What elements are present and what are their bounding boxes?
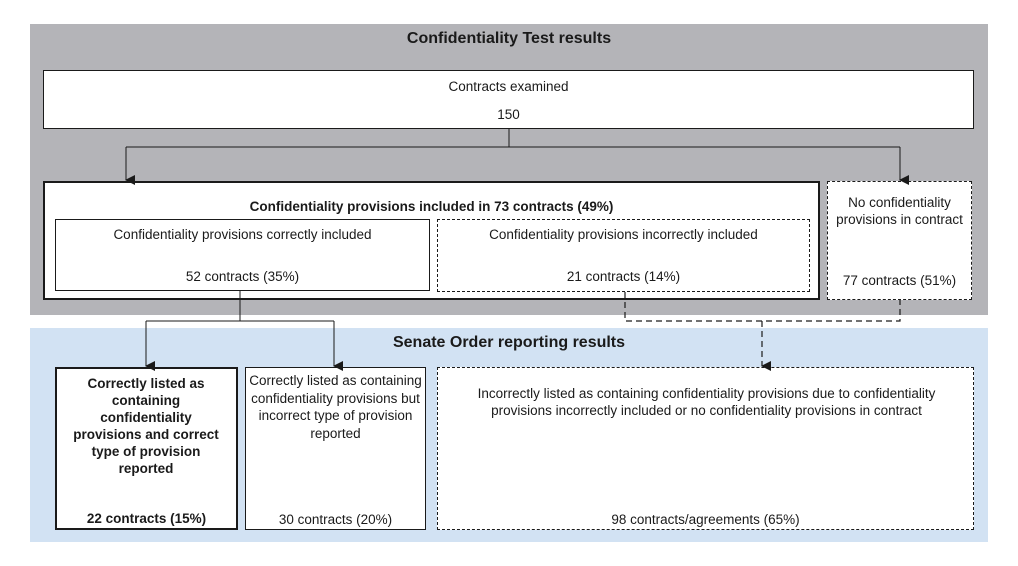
contracts-examined-label: Contracts examined (448, 79, 569, 94)
incorrectly-included-label: Confidentiality provisions incorrectly i… (489, 227, 758, 242)
incorrectly-included-box: Confidentiality provisions incorrectly i… (437, 219, 810, 292)
provisions-included-label: Confidentiality provisions included in 7… (249, 199, 614, 214)
incorrectly-included-count: 21 contracts (14%) (566, 269, 681, 284)
correctly-included-label: Confidentiality provisions correctly inc… (113, 227, 372, 242)
correct-type-count: 22 contracts (15%) (86, 511, 207, 526)
correctly-included-box: Confidentiality provisions correctly inc… (55, 219, 430, 291)
incorrectly-listed-label: Incorrectly listed as containing confide… (477, 386, 936, 418)
correctly-included-count: 52 contracts (35%) (185, 269, 300, 284)
connector-dashed-merge (624, 292, 901, 322)
incorrectly-listed-box: Incorrectly listed as containing confide… (437, 367, 974, 530)
incorrect-type-label: Correctly listed as containing confident… (249, 373, 422, 441)
contracts-examined-count: 150 (497, 107, 520, 122)
incorrectly-listed-count: 98 contracts/agreements (65%) (611, 512, 800, 527)
no-provisions-label: No confidentiality provisions in contrac… (836, 195, 963, 227)
correct-type-label: Correctly listed as containing confident… (73, 376, 219, 476)
confidentiality-test-title: Confidentiality Test results (406, 30, 612, 47)
correct-type-box: Correctly listed as containing confident… (55, 367, 238, 530)
no-provisions-box: No confidentiality provisions in contrac… (827, 181, 972, 300)
contracts-examined-box: Contracts examined 150 (43, 70, 974, 129)
senate-order-title: Senate Order reporting results (392, 334, 626, 351)
incorrect-type-box: Correctly listed as containing confident… (245, 367, 426, 530)
incorrect-type-count: 30 contracts (20%) (278, 512, 393, 527)
no-provisions-count: 77 contracts (51%) (842, 273, 957, 288)
